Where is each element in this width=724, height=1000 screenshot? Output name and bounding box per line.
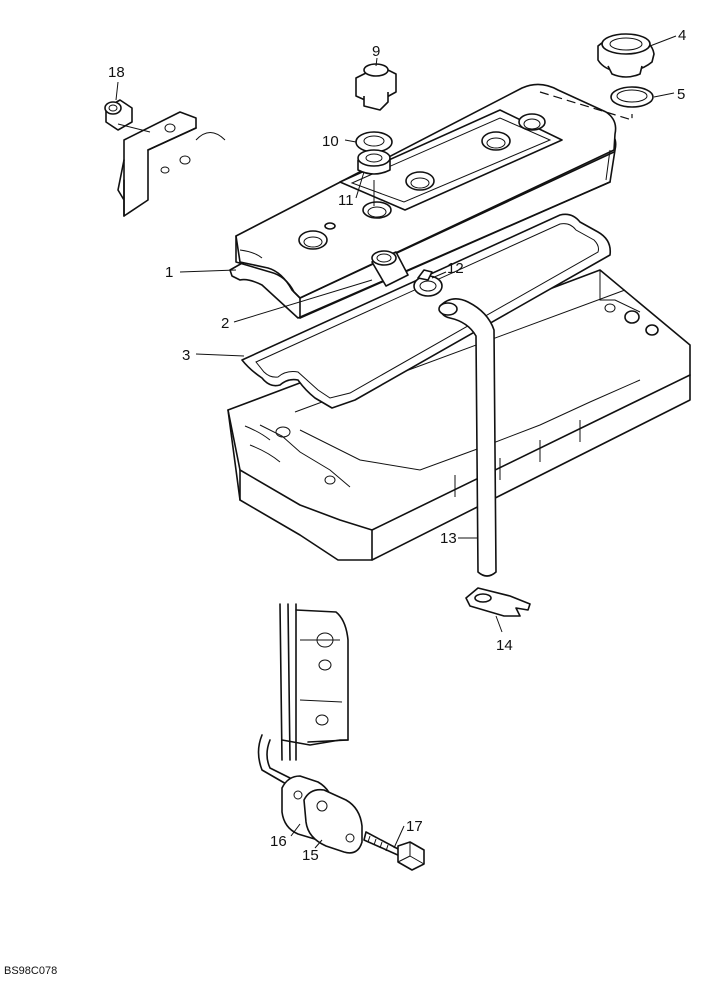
o-ring-5 xyxy=(610,86,654,108)
washer-10 xyxy=(355,131,393,153)
cylinder-head xyxy=(227,269,691,561)
callout-labels: 1 2 3 4 5 9 10 11 12 13 14 15 16 17 18 xyxy=(108,27,686,864)
callout-17: 17 xyxy=(406,818,423,835)
valve-cover xyxy=(229,83,617,319)
breather-hose-13 xyxy=(438,298,497,577)
callout-4: 4 xyxy=(678,27,686,44)
callout-9: 9 xyxy=(372,43,380,60)
callout-18: 18 xyxy=(108,64,125,81)
callout-11: 11 xyxy=(338,192,354,209)
callout-10: 10 xyxy=(322,133,339,150)
bracket-14 xyxy=(465,587,531,617)
drawing-code: BS98C078 xyxy=(4,965,57,977)
callout-14: 14 xyxy=(496,637,513,654)
side-block-fragment xyxy=(117,111,226,217)
bolt-17 xyxy=(363,831,425,871)
callout-12: 12 xyxy=(447,260,464,277)
callout-1: 1 xyxy=(165,264,173,281)
callout-5: 5 xyxy=(677,86,685,103)
callout-3: 3 xyxy=(182,347,190,364)
callout-16: 16 xyxy=(270,833,287,850)
bolt-9 xyxy=(355,63,397,111)
lower-block-fragment xyxy=(257,603,349,793)
callout-2: 2 xyxy=(221,315,229,332)
plug-18 xyxy=(104,99,133,131)
leader-lines xyxy=(115,35,677,849)
callout-15: 15 xyxy=(302,847,319,864)
hose-clamp-12 xyxy=(413,269,443,297)
callout-13: 13 xyxy=(440,530,457,547)
filler-cap-4 xyxy=(597,33,655,78)
washer-11 xyxy=(357,149,391,206)
rocker-cover-gasket xyxy=(241,213,612,409)
cover-15 xyxy=(303,788,363,854)
